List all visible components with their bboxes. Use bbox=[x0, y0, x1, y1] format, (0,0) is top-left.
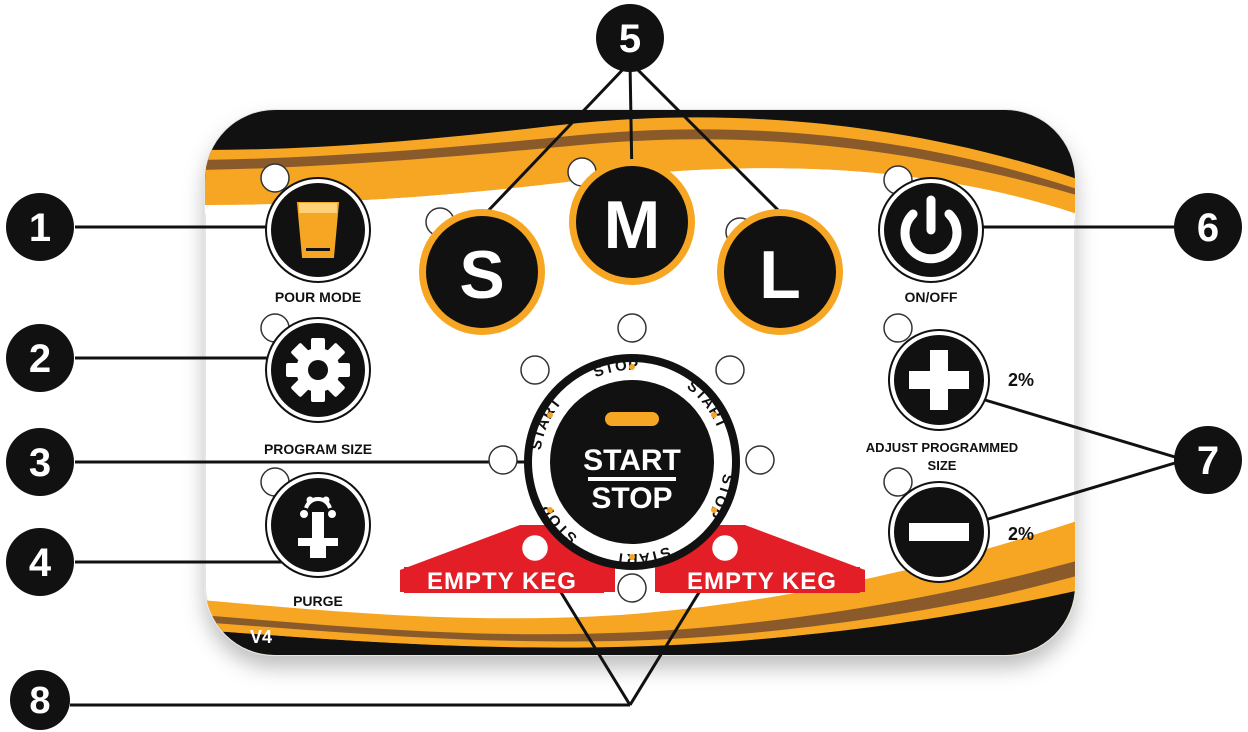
small-letter: S bbox=[459, 237, 504, 313]
small-button[interactable]: S bbox=[419, 209, 545, 335]
purge-label: PURGE bbox=[293, 593, 343, 609]
callout-4: 4 bbox=[6, 528, 74, 596]
power-button[interactable] bbox=[878, 177, 984, 283]
minus-percent: 2% bbox=[1008, 524, 1034, 544]
svg-text:6: 6 bbox=[1197, 206, 1219, 250]
large-button[interactable]: L bbox=[717, 209, 843, 335]
minus-button[interactable] bbox=[888, 481, 990, 583]
pour-mode-button[interactable] bbox=[265, 177, 371, 283]
led-ring-right bbox=[745, 445, 775, 475]
empty-keg-right bbox=[655, 525, 865, 593]
medium-button[interactable]: M bbox=[569, 159, 695, 285]
gear-icon bbox=[286, 338, 350, 402]
beer-glass-icon bbox=[296, 202, 340, 258]
large-letter: L bbox=[759, 237, 801, 313]
led-ring-top bbox=[617, 313, 647, 343]
plus-icon bbox=[909, 350, 969, 410]
led-ring-top-left bbox=[520, 355, 550, 385]
svg-text:3: 3 bbox=[29, 441, 51, 485]
callout-2: 2 bbox=[6, 324, 74, 392]
power-icon bbox=[900, 195, 962, 264]
plus-percent: 2% bbox=[1008, 370, 1034, 390]
svg-text:8: 8 bbox=[29, 680, 50, 722]
callout-1: 1 bbox=[6, 193, 74, 261]
empty-keg-label-right: EMPTY KEG bbox=[687, 568, 837, 595]
adjust-label-line2: SIZE bbox=[928, 458, 957, 473]
led-pour-mode bbox=[260, 163, 290, 193]
fountain-icon bbox=[298, 496, 338, 558]
led-empty-keg-left bbox=[522, 535, 548, 561]
callout-7: 7 bbox=[1174, 426, 1242, 494]
callout-6: 6 bbox=[1174, 193, 1242, 261]
svg-text:4: 4 bbox=[29, 541, 52, 585]
on-off-label: ON/OFF bbox=[905, 289, 958, 305]
plus-button[interactable] bbox=[888, 329, 990, 431]
led-minus bbox=[883, 467, 913, 497]
led-empty-keg-right bbox=[712, 535, 738, 561]
svg-text:7: 7 bbox=[1197, 439, 1219, 483]
led-ring-bottom bbox=[617, 573, 647, 603]
purge-button[interactable] bbox=[265, 472, 371, 578]
start-stop-indicator bbox=[605, 412, 659, 426]
medium-letter: M bbox=[604, 187, 661, 263]
svg-text:1: 1 bbox=[29, 206, 51, 250]
start-label: START bbox=[583, 444, 681, 477]
svg-text:2: 2 bbox=[29, 337, 51, 381]
svg-text:5: 5 bbox=[619, 17, 641, 61]
adjust-label-line1: ADJUST PROGRAMMED bbox=[866, 440, 1018, 455]
version-label: V4 bbox=[250, 627, 272, 647]
minus-icon bbox=[909, 523, 969, 541]
callout-5: 5 bbox=[596, 4, 664, 72]
stop-label: STOP bbox=[591, 482, 672, 515]
callout-3: 3 bbox=[6, 428, 74, 496]
led-ring-top-right bbox=[715, 355, 745, 385]
pour-mode-label: POUR MODE bbox=[275, 289, 361, 305]
program-size-label: PROGRAM SIZE bbox=[264, 441, 372, 457]
program-size-button[interactable] bbox=[265, 317, 371, 423]
callout-8: 8 bbox=[10, 670, 70, 730]
led-plus bbox=[883, 313, 913, 343]
ring-dots bbox=[547, 364, 717, 560]
led-ring-left bbox=[488, 445, 518, 475]
empty-keg-label-left: EMPTY KEG bbox=[427, 568, 577, 595]
start-stop-button[interactable]: START STOP bbox=[554, 384, 710, 540]
